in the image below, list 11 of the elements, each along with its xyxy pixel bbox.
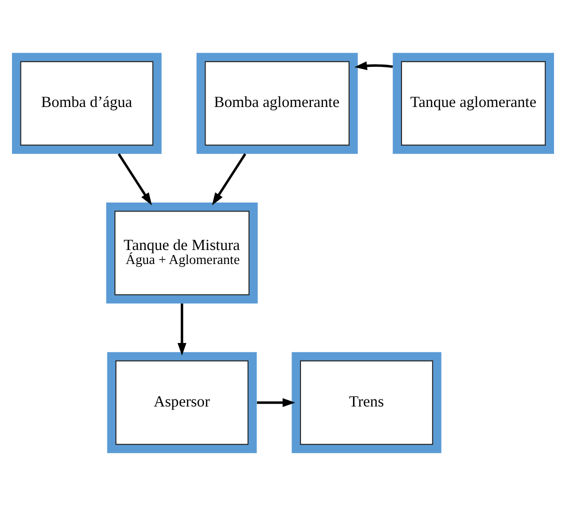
arrow bbox=[256, 398, 296, 408]
arrow bbox=[354, 61, 393, 70]
node-box: Tanque de Mistura Água + Aglomerante bbox=[106, 202, 258, 304]
node-box: Trens bbox=[292, 352, 442, 454]
node-box: Aspersor bbox=[107, 352, 257, 454]
arrow bbox=[178, 304, 186, 356]
arrow bbox=[118, 153, 152, 206]
node-box: Bomba aglomerante bbox=[196, 52, 358, 154]
node-box: Tanque aglomerante bbox=[392, 52, 554, 154]
arrow bbox=[212, 153, 246, 206]
node-box: Bomba d’água bbox=[12, 52, 162, 154]
